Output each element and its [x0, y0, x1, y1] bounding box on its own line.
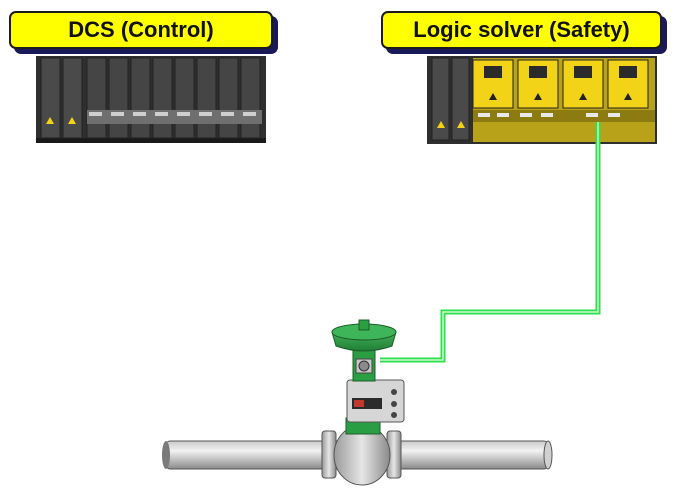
dcs-rack: [36, 56, 266, 143]
control-valve: [321, 381, 402, 486]
dcs-control-label: DCS (Control): [9, 11, 273, 49]
safety-signal-wire: [380, 122, 601, 363]
valve-actuator: [331, 319, 397, 382]
logic-solver-safety-label: Logic solver (Safety): [381, 11, 662, 49]
logic-solver-rack: [427, 56, 657, 144]
valve-positioner: [346, 379, 405, 423]
